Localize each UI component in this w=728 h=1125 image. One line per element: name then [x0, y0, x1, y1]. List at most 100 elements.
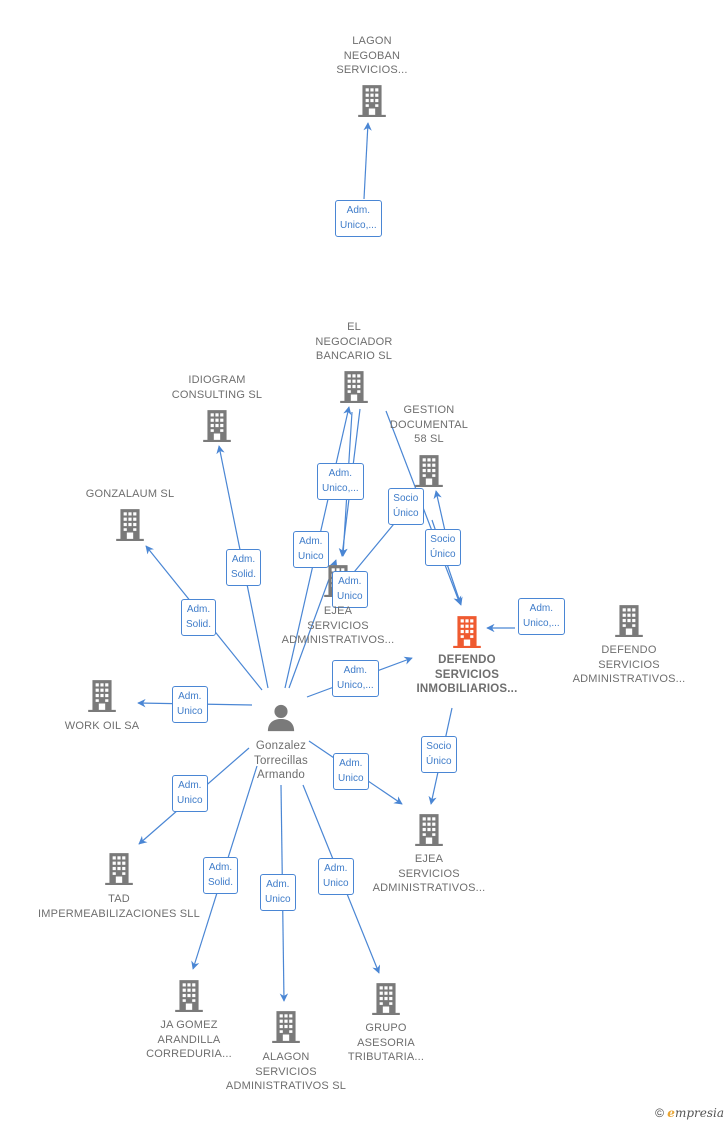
edge-label-line: Adm. — [346, 205, 371, 216]
building-icon[interactable] — [175, 980, 203, 1012]
node-label-line: EL — [347, 321, 361, 333]
node-label-line: SERVICIOS — [255, 1065, 317, 1078]
edge-label-el-negociador-to-lagon[interactable]: Adm.Unico,... — [335, 200, 382, 237]
edge-label-line: Único — [426, 755, 452, 767]
edge-label-person-to-grupo[interactable]: Adm.Unico — [318, 858, 354, 895]
node-label-line: TAD — [108, 893, 130, 905]
node-label-line: CONSULTING SL — [171, 388, 263, 401]
edge-label-line: Solid. — [231, 568, 257, 580]
node-label-line: NEGOCIADOR — [315, 335, 393, 348]
edge-label-line: Unico,... — [337, 679, 374, 691]
edge-label-line: Adm. — [266, 879, 290, 890]
node-label-line: DEFENDO — [601, 644, 657, 656]
edge-label-line: Unico,... — [322, 482, 359, 494]
edge-label-line: Adm. — [529, 603, 554, 614]
brand-logo: empresia — [667, 1106, 724, 1120]
building-icon[interactable] — [415, 455, 443, 487]
building-icon[interactable] — [203, 410, 231, 442]
edge-label-line: Adm. — [339, 758, 363, 769]
node-label-defendo-adm[interactable]: DEFENDO SERVICIOS ADMINISTRATIVOS... — [544, 643, 714, 687]
node-label-line: EJEA — [323, 605, 353, 617]
node-label-line: ADMINISTRATIVOS... — [572, 673, 686, 685]
node-label-line: ADMINISTRATIVOS SL — [225, 1080, 347, 1092]
building-icon[interactable] — [88, 680, 116, 712]
edge-label-line: Único — [430, 548, 456, 560]
edge-label-line: Socio — [426, 741, 452, 752]
edge-label-defendo-adm-to-defendo-main[interactable]: Adm. Unico,... — [518, 598, 565, 635]
building-icon[interactable] — [105, 853, 133, 885]
edge-label-line: Unico — [177, 794, 203, 806]
node-label-idiogram[interactable]: IDIOGRAM CONSULTING SL — [132, 373, 302, 402]
building-icon[interactable] — [116, 509, 144, 541]
node-label-alagon[interactable]: ALAGON SERVICIOS ADMINISTRATIVOS SL — [201, 1050, 371, 1094]
edge-line — [363, 122, 372, 200]
edge-label-person-to-ejea-low[interactable]: Adm. Unico — [333, 753, 369, 790]
edge-label-person-to-tad[interactable]: Adm. Unico — [172, 775, 208, 812]
node-label-line: INMOBILIARIOS... — [416, 683, 518, 695]
edge-label-person-to-idiogram[interactable]: Adm. Solid. — [226, 549, 262, 586]
node-label-line: ALAGON — [262, 1051, 310, 1063]
edge-label-line: Adm. — [208, 862, 233, 873]
building-icon[interactable] — [272, 1011, 300, 1043]
node-label-line: BANCARIO SL — [315, 350, 393, 362]
node-label-work-oil[interactable]: WORK OIL SA — [17, 719, 187, 734]
edge-label-line: Adm. — [231, 554, 256, 565]
edge-label-line: Unico — [265, 893, 291, 905]
edge-label-line: Adm. — [186, 604, 211, 615]
node-label-line: SERVICIOS — [307, 619, 369, 632]
edge-label-line: Adm. — [178, 691, 202, 702]
edge-label-line: Adm. — [328, 468, 353, 479]
node-label-line: WORK OIL SA — [64, 720, 140, 732]
node-label-line: ARANDILLA — [157, 1033, 221, 1046]
node-label-line: DOCUMENTAL — [389, 418, 469, 431]
edge-label-person-to-work-oil[interactable]: Adm.Unico — [172, 686, 208, 723]
edge-label-person-to-el-negociador[interactable]: Adm. Unico,... — [317, 463, 364, 500]
building-icon[interactable] — [615, 605, 643, 637]
building-icon[interactable] — [340, 371, 368, 403]
node-label-line: DEFENDO — [438, 654, 496, 666]
node-label-gonzalaum[interactable]: GONZALAUM SL — [45, 487, 215, 502]
person-icon[interactable] — [267, 704, 295, 732]
footer-brand[interactable]: © empresia — [655, 1106, 724, 1120]
node-label-line: IDIOGRAM — [188, 374, 246, 386]
node-label-line: GONZALAUM SL — [85, 488, 175, 500]
node-label-el-negociador[interactable]: EL NEGOCIADOR BANCARIO SL — [269, 320, 439, 364]
edge-label-line: Socio — [430, 534, 456, 545]
node-label-line: GRUPO — [365, 1022, 407, 1034]
node-label-line: Gonzalez — [255, 740, 307, 752]
node-label-line: NEGOBAN — [343, 49, 401, 62]
edge-label-el-negociador-to-ejea-mid[interactable]: Adm.Unico — [293, 531, 329, 568]
edge-label-person-to-defendo-main[interactable]: Adm.Unico,... — [332, 660, 379, 697]
node-label-line: JA GOMEZ — [160, 1019, 218, 1031]
node-label-line: SERVICIOS... — [336, 64, 408, 76]
building-icon[interactable] — [372, 983, 400, 1015]
building-icon[interactable] — [453, 616, 481, 648]
node-label-line: SERVICIOS — [398, 867, 460, 880]
node-label-line: EJEA — [414, 853, 444, 865]
building-icon[interactable] — [415, 814, 443, 846]
node-label-line: TRIBUTARIA... — [347, 1051, 425, 1063]
edge-label-person-to-gonzalaum[interactable]: Adm.Solid. — [181, 599, 217, 636]
edge-label-person-to-ja-gomez[interactable]: Adm.Solid. — [203, 857, 239, 894]
building-icon[interactable] — [358, 85, 386, 117]
edge-label-person-to-ejea-mid[interactable]: Adm.Unico — [332, 571, 368, 608]
edge-label-line: Unico — [338, 772, 364, 784]
edge-label-line: Adm. — [178, 780, 202, 791]
node-label-line: SERVICIOS — [598, 658, 660, 671]
edge-label-line: Unico,... — [523, 617, 560, 629]
edge-label-person-to-alagon[interactable]: Adm. Unico — [260, 874, 296, 911]
edge-label-line: Adm. — [324, 863, 348, 874]
